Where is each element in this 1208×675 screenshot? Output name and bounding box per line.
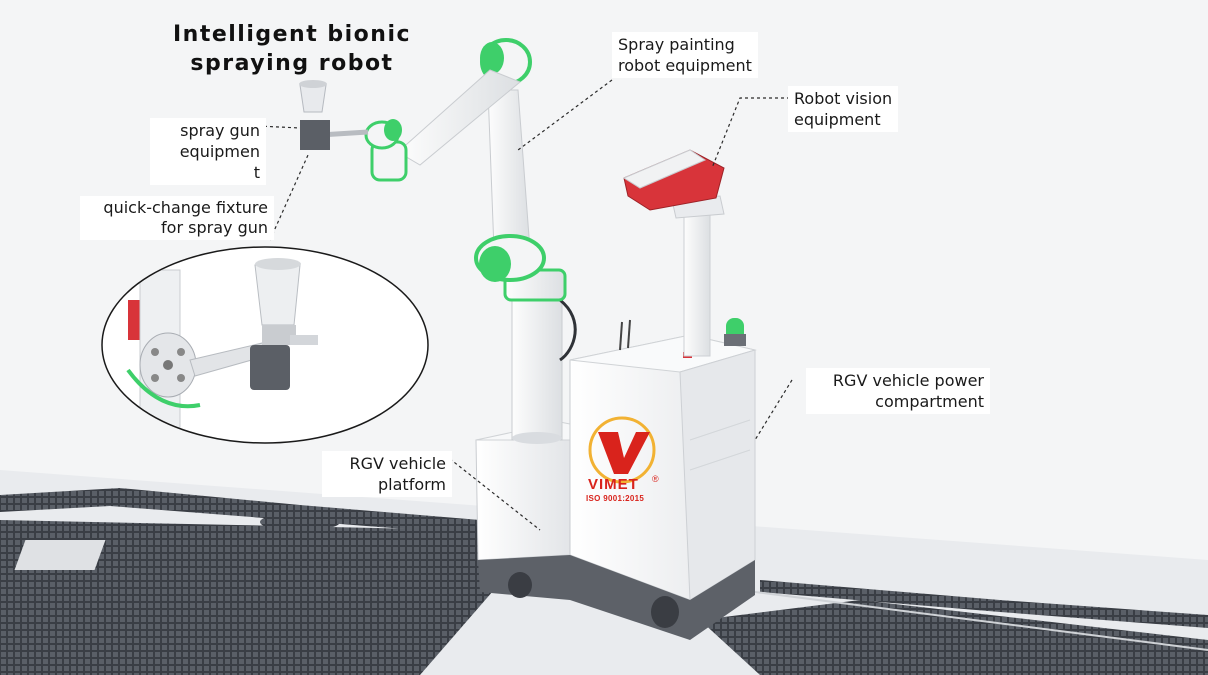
vision-tower <box>622 149 725 357</box>
callout-robot-vision-equipment: Robot vision equipment <box>788 86 899 132</box>
callout-rgv-power-compartment: RGV vehicle power compartment <box>806 368 990 414</box>
callout-rgv-vehicle-platform: RGV vehicle platform <box>322 451 452 497</box>
registered-mark: ® <box>652 474 659 484</box>
robot-arm <box>299 38 577 444</box>
floor-grating-left <box>0 488 520 675</box>
callout-spray-gun-equipment: spray gun equipmen t <box>150 118 266 185</box>
iso-certification-text: ISO 9001:2015 <box>586 494 645 503</box>
floor-grating-right <box>700 580 1208 675</box>
vimet-logo-text: VIMET <box>588 476 639 493</box>
page-title: Intelligent bionic spraying robot <box>172 22 412 76</box>
callout-spray-painting-equipment: Spray painting robot equipment <box>612 32 758 78</box>
callout-quick-change-fixture: quick-change fixture for spray gun <box>80 196 274 240</box>
rgv-vehicle <box>475 318 757 640</box>
vimet-logo-mark <box>588 416 656 484</box>
quick-change-detail-inset <box>101 246 429 444</box>
